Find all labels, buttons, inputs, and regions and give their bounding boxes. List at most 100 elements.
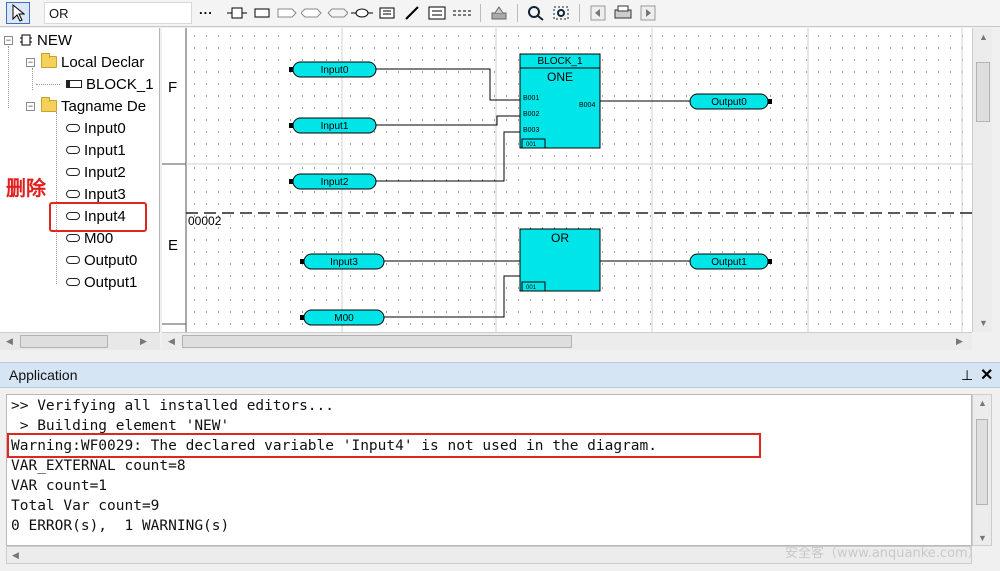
tree-root-label: NEW [37, 31, 72, 49]
output1-node-label: Output1 [711, 257, 747, 268]
rung-label: E [168, 237, 178, 254]
contact-icon[interactable] [226, 3, 248, 23]
tree-root[interactable]: − NEW [4, 30, 72, 50]
nav-forward-icon[interactable] [637, 3, 659, 23]
highlight-box-input4 [49, 202, 147, 232]
tree-guide [36, 84, 60, 85]
text-icon[interactable] [426, 3, 448, 23]
m00-node-terminal [300, 315, 304, 320]
scroll-up-icon[interactable]: ▲ [978, 398, 987, 408]
toolbar: OR ... [0, 0, 1000, 27]
scroll-down-icon[interactable]: ▼ [979, 318, 988, 328]
more-tools-button[interactable]: ... [199, 2, 213, 17]
log-line: > Building element 'NEW' [11, 418, 230, 434]
output-log[interactable]: >> Verifying all installed editors... > … [6, 394, 972, 546]
log-line: >> Verifying all installed editors... [11, 398, 335, 414]
zoom-fit-icon[interactable] [550, 3, 572, 23]
close-icon[interactable]: ✕ [980, 367, 994, 384]
log-vertical-scrollbar[interactable]: ▲ ▼ [972, 394, 992, 546]
tree-item-label: Output1 [84, 273, 138, 291]
function-icon[interactable] [301, 3, 323, 23]
scroll-left-icon[interactable]: ◀ [168, 336, 175, 346]
output0-node-label: Output0 [711, 97, 747, 108]
tree-tagname-label: Tagname De [61, 97, 147, 115]
tree-horizontal-scrollbar[interactable]: ◀ ▶ [0, 332, 160, 350]
tree-item-m00[interactable]: M00 [66, 228, 113, 248]
tree-item-input4[interactable]: Input4 [66, 206, 126, 226]
wire [376, 131, 520, 182]
tree-item-input3[interactable]: Input3 [66, 184, 126, 204]
rung-icon[interactable] [351, 3, 373, 23]
output1-node-terminal [768, 259, 772, 264]
scroll-thumb[interactable] [20, 335, 108, 348]
block2-body [519, 228, 601, 292]
nav-back-icon[interactable] [587, 3, 609, 23]
variable-icon [66, 146, 80, 154]
tree-block-item[interactable]: BLOCK_1 [66, 74, 154, 94]
element-type-combo[interactable]: OR [44, 2, 192, 24]
variable-icon [66, 234, 80, 242]
tree-item-input1[interactable]: Input1 [66, 140, 126, 160]
pin-icon[interactable]: ⊥ [961, 367, 974, 383]
input3-node-terminal [300, 259, 304, 264]
scroll-right-icon[interactable]: ▶ [956, 336, 963, 346]
input3-node-label: Input3 [330, 257, 358, 268]
scroll-thumb[interactable] [182, 335, 572, 348]
scroll-right-icon[interactable]: ▶ [140, 336, 147, 346]
watermark: 安全客（www.anquanke.com） [785, 546, 981, 561]
zoom-icon[interactable] [525, 3, 547, 23]
tree-item-label: Input3 [84, 185, 126, 203]
log-horizontal-scrollbar[interactable]: ◀ [6, 546, 972, 564]
rung-label: F [168, 79, 177, 96]
application-pane-title: Application [9, 367, 78, 383]
tree-item-output1[interactable]: Output1 [66, 272, 137, 292]
tree-local-folder[interactable]: − Local Declar [26, 52, 144, 72]
collapse-icon[interactable]: − [4, 34, 13, 45]
tree-item-output0[interactable]: Output0 [66, 250, 137, 270]
print-icon[interactable] [612, 3, 634, 23]
collapse-icon[interactable]: − [26, 100, 35, 111]
diagram-horizontal-scrollbar[interactable]: ◀ ▶ [162, 332, 972, 350]
input1-node-label: Input1 [321, 121, 349, 132]
variable-icon[interactable] [326, 3, 348, 23]
variable-icon [66, 190, 80, 198]
wire-icon[interactable] [451, 3, 473, 23]
wire [376, 68, 520, 101]
pointer-tool-button[interactable] [6, 2, 30, 24]
tree-guide [56, 112, 57, 284]
scroll-down-icon[interactable]: ▼ [978, 533, 987, 543]
scroll-left-icon[interactable]: ◀ [12, 550, 19, 560]
pen-icon[interactable] [401, 3, 423, 23]
block1-pin: B002 [523, 111, 539, 118]
input2-node-terminal [289, 179, 293, 184]
scroll-thumb[interactable] [976, 62, 990, 122]
coil-icon[interactable] [251, 3, 273, 23]
comment-icon[interactable] [376, 3, 398, 23]
block2-num: 001 [526, 285, 537, 291]
block-icon[interactable] [276, 3, 298, 23]
variable-icon [66, 278, 80, 286]
output0-node-terminal [768, 99, 772, 104]
tree-block-label: BLOCK_1 [86, 75, 154, 93]
toolbar-separator [579, 4, 580, 22]
application-pane-header: Application ⊥ ✕ [0, 362, 1000, 388]
block1-pin-out: B004 [579, 102, 595, 109]
wire [376, 115, 520, 126]
scroll-thumb[interactable] [976, 419, 988, 505]
scroll-left-icon[interactable]: ◀ [6, 336, 13, 346]
diagram-vertical-scrollbar[interactable]: ▲ ▼ [972, 28, 992, 332]
folder-icon [41, 97, 57, 112]
tree-item-label: Output0 [84, 251, 138, 269]
toolbar-separator [517, 4, 518, 22]
tree-item-input2[interactable]: Input2 [66, 162, 126, 182]
tree-item-input0[interactable]: Input0 [66, 118, 126, 138]
tree-tagname-folder[interactable]: − Tagname De [26, 96, 146, 116]
build-icon[interactable] [488, 3, 510, 23]
tree-guide [8, 46, 9, 108]
pointer-icon [12, 4, 25, 22]
scroll-up-icon[interactable]: ▲ [979, 32, 988, 42]
collapse-icon[interactable]: − [26, 56, 35, 67]
tree-item-label: Input4 [84, 207, 126, 225]
